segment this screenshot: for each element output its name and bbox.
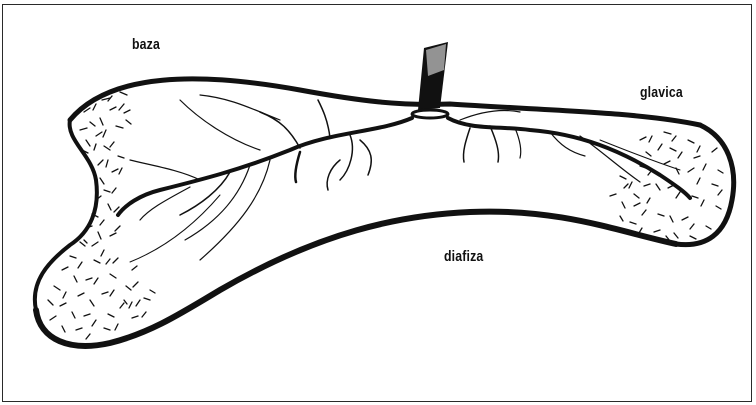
bone-outline bbox=[35, 79, 734, 346]
label-base: baza bbox=[132, 36, 160, 53]
label-shaft: diafiza bbox=[444, 248, 483, 265]
medullary-vessels bbox=[118, 95, 690, 262]
cancellous-texture-base bbox=[48, 92, 155, 339]
label-head: glavica bbox=[640, 84, 683, 101]
cancellous-texture-head bbox=[610, 132, 723, 241]
